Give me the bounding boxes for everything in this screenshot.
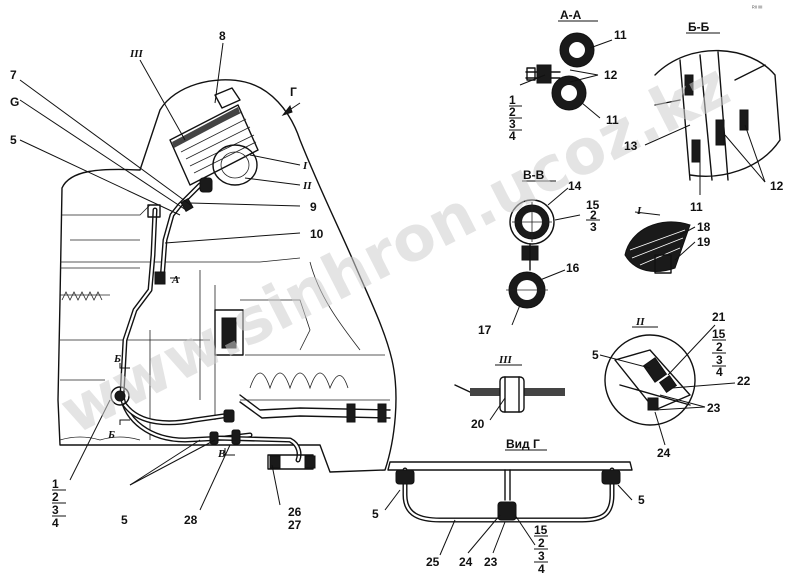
label-1-main: 1	[52, 477, 59, 491]
main-assembly	[57, 79, 397, 473]
label-24-II: 24	[657, 446, 671, 460]
view-arrow-label: Г	[290, 85, 297, 99]
label-19: 19	[697, 235, 711, 249]
label-21: 21	[712, 310, 726, 324]
label-23-vg: 23	[484, 555, 498, 569]
label-3-II: 3	[716, 353, 723, 367]
body-outline	[57, 79, 397, 473]
label-14: 14	[568, 179, 582, 193]
label-3-main: 3	[52, 503, 59, 517]
detail-III	[454, 376, 565, 421]
label-1-aa: 1	[509, 93, 516, 107]
detail-II	[599, 324, 736, 446]
label-24-vg: 24	[459, 555, 473, 569]
label-5-main: 5	[10, 133, 17, 147]
section-aa	[519, 32, 613, 119]
label-18: 18	[697, 220, 711, 234]
section-label-aa: А-А	[560, 8, 582, 22]
label-15-vv: 15	[586, 198, 600, 212]
label-20: 20	[471, 417, 485, 431]
label-3-aa: 3	[509, 117, 516, 131]
main-leaders	[19, 42, 301, 511]
label-2-aa: 2	[509, 105, 516, 119]
label-2-vv: 2	[590, 208, 597, 222]
label-2-II: 2	[716, 340, 723, 354]
label-11-aa-bottom: 11	[606, 113, 619, 127]
heater-unit	[169, 87, 259, 186]
label-22: 22	[737, 374, 751, 388]
section-label-bb: Б-Б	[688, 20, 710, 34]
label-23-II: 23	[707, 401, 721, 415]
label-15-vg: 15	[534, 523, 548, 537]
corner-note: ᴿᴵᴵ ᴵᴵᴵᴵ	[752, 5, 762, 12]
label-3-vg: 3	[538, 549, 545, 563]
section-label-vv: В-В	[523, 168, 545, 182]
label-17: 17	[478, 323, 492, 337]
label-2-main: 2	[52, 490, 59, 504]
label-4-aa: 4	[509, 129, 516, 143]
label-11-bb: 11	[690, 200, 703, 214]
label-5-bottom: 5	[121, 513, 128, 527]
label-7: 7	[10, 68, 17, 82]
label-15-II: 15	[712, 327, 726, 341]
main-label-II: II	[302, 180, 312, 192]
label-27: 27	[288, 518, 302, 532]
label-12-bb: 12	[770, 179, 784, 193]
view-g	[384, 461, 633, 556]
label-3-vv: 3	[590, 220, 597, 234]
detail-label-III: III	[498, 354, 513, 366]
section-bb	[644, 49, 781, 195]
mark-b-top: Б	[113, 353, 121, 365]
section-vv	[506, 187, 581, 326]
mark-b-bottom: Б	[107, 429, 115, 441]
label-12-aa: 12	[604, 68, 618, 82]
label-16: 16	[566, 261, 580, 275]
main-label-III: III	[129, 48, 144, 60]
label-5-II: 5	[592, 348, 599, 362]
label-4-II: 4	[716, 365, 723, 379]
label-8: 8	[219, 29, 226, 43]
engine-ribs	[59, 291, 390, 441]
detail-mark-I: I	[636, 205, 642, 217]
label-2-vg: 2	[538, 536, 545, 550]
label-13: 13	[624, 139, 638, 153]
label-5-vg-left: 5	[372, 507, 379, 521]
label-6: G	[10, 95, 19, 109]
label-28: 28	[184, 513, 198, 527]
label-4-main: 4	[52, 516, 59, 530]
label-4-vg: 4	[538, 562, 545, 576]
main-label-I: I	[302, 160, 308, 172]
label-9: 9	[310, 200, 317, 214]
section-label-view-g: Вид Г	[506, 437, 540, 451]
label-26: 26	[288, 505, 302, 519]
label-11-aa-top: 11	[614, 28, 627, 42]
label-5-vg-right: 5	[638, 493, 645, 507]
detail-I	[624, 211, 696, 274]
label-10: 10	[310, 227, 324, 241]
mark-v: В	[217, 448, 225, 460]
mark-a: А	[171, 274, 179, 286]
detail-label-II: II	[635, 316, 645, 328]
label-25: 25	[426, 555, 440, 569]
